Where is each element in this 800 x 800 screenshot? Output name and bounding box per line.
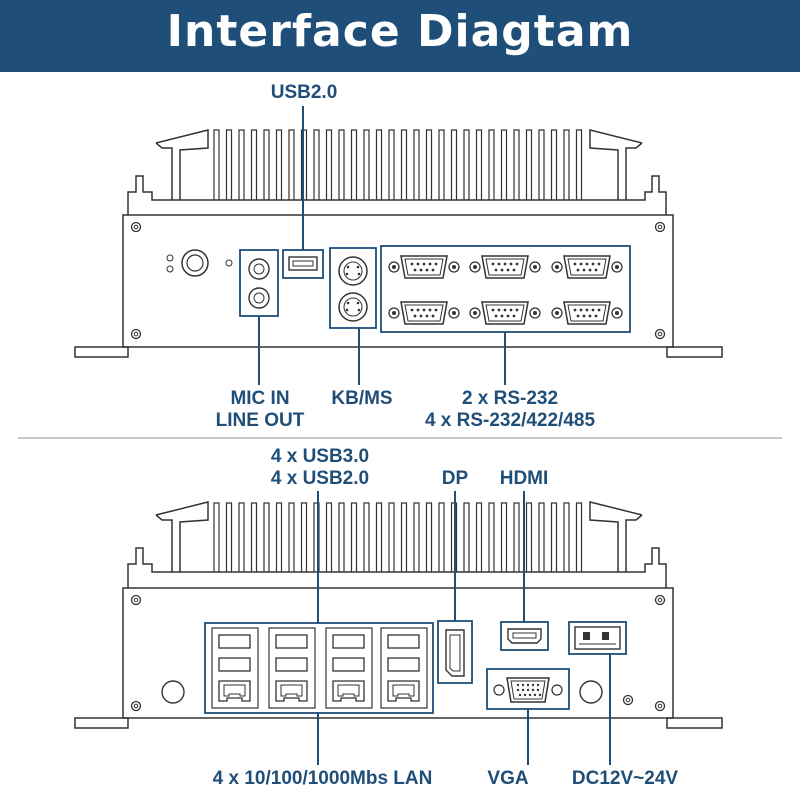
heatsink-fin	[300, 502, 308, 572]
heatsink-fin	[363, 502, 370, 572]
heatsink-fin	[363, 129, 370, 200]
heatsink-fin	[375, 129, 383, 200]
usb-port-icon	[282, 249, 324, 279]
heatsink-fin	[500, 502, 508, 572]
heatsink-fin	[375, 502, 383, 572]
heatsink-fin	[538, 502, 545, 572]
heatsink-fin	[525, 502, 533, 572]
bottom-callout-lines	[317, 491, 611, 765]
usb2-label: USB2.0	[270, 82, 338, 103]
heatsink-fin	[225, 502, 233, 572]
hdmi-port-icon	[500, 621, 549, 651]
heatsink-fin	[250, 502, 258, 572]
ps2-port-icon	[329, 247, 377, 329]
heatsink-fin	[350, 502, 358, 572]
heatsink-fin	[288, 502, 295, 572]
heatsink-fin	[538, 129, 545, 200]
audio-jack-icon	[239, 249, 279, 317]
heatsink-fin	[550, 129, 558, 200]
heatsink-fin	[488, 502, 495, 572]
heatsink-fin	[425, 502, 433, 572]
heatsink-fin	[350, 129, 358, 200]
heatsink-fin	[575, 502, 583, 572]
heatsink-fin	[338, 129, 345, 200]
heatsink-fin	[313, 129, 320, 200]
dc-power-label: DC12V~24V	[571, 768, 679, 789]
heatsink-fin	[400, 129, 408, 200]
vga-label: VGA	[487, 768, 529, 789]
section-divider	[18, 437, 782, 439]
heatsink-fin	[550, 502, 558, 572]
heatsink-fin	[513, 502, 520, 572]
heatsink-fin	[463, 129, 470, 200]
heatsink-fin	[338, 502, 345, 572]
antenna-hole	[579, 680, 603, 704]
heatsink-fin	[238, 129, 245, 200]
bottom-heatsink-fins	[213, 502, 583, 572]
heatsink-fin	[325, 129, 333, 200]
heatsink-fin	[463, 502, 470, 572]
heatsink-fin	[263, 502, 270, 572]
usb2-stack-label: 4 x USB2.0	[270, 468, 370, 489]
heatsink-fin	[288, 129, 295, 200]
heatsink-fin	[475, 502, 483, 572]
usb3-label: 4 x USB3.0	[270, 446, 370, 467]
heatsink-fin	[275, 502, 283, 572]
lan-label: 4 x 10/100/1000Mbs LAN	[212, 768, 433, 789]
heatsink-fin	[275, 129, 283, 200]
heatsink-fin	[388, 502, 395, 572]
top-callout-lines	[258, 106, 506, 385]
title-bar: Interface Diagtam	[0, 0, 800, 72]
line-out-label: LINE OUT	[215, 410, 305, 431]
heatsink-fin	[575, 129, 583, 200]
heatsink-fin	[388, 129, 395, 200]
heatsink-fin	[413, 129, 420, 200]
heatsink-fin	[213, 502, 220, 572]
bottom-chassis	[74, 501, 723, 729]
serial-label-1: 2 x RS-232	[461, 388, 559, 409]
antenna-hole	[161, 680, 185, 704]
heatsink-fin	[263, 129, 270, 200]
mic-in-label: MIC IN	[230, 388, 290, 409]
top-chassis	[74, 129, 723, 358]
heatsink-fin	[250, 129, 258, 200]
hdmi-label: HDMI	[499, 468, 549, 489]
heatsink-fin	[225, 129, 233, 200]
top-heatsink-fins	[213, 129, 583, 200]
heatsink-fin	[450, 129, 458, 200]
power-button-icon[interactable]	[166, 249, 233, 277]
dp-label: DP	[441, 468, 469, 489]
heatsink-fin	[500, 129, 508, 200]
dc-terminal-icon	[568, 621, 627, 655]
displayport-icon	[437, 620, 473, 684]
serial-label-2: 4 x RS-232/422/485	[424, 410, 596, 431]
heatsink-fin	[400, 502, 408, 572]
kbms-label: KB/MS	[331, 388, 393, 409]
heatsink-fin	[475, 129, 483, 200]
heatsink-fin	[213, 129, 220, 200]
vga-port-icon	[486, 668, 570, 710]
heatsink-fin	[425, 129, 433, 200]
heatsink-fin	[438, 502, 445, 572]
heatsink-fin	[488, 129, 495, 200]
heatsink-fin	[325, 502, 333, 572]
heatsink-fin	[413, 502, 420, 572]
heatsink-fin	[438, 129, 445, 200]
rj45-port-icon	[204, 622, 434, 714]
heatsink-fin	[563, 502, 570, 572]
page-title: Interface Diagtam	[166, 6, 634, 57]
heatsink-fin	[525, 129, 533, 200]
heatsink-fin	[513, 129, 520, 200]
db9-port-icon	[380, 245, 631, 333]
heatsink-fin	[563, 129, 570, 200]
heatsink-fin	[238, 502, 245, 572]
